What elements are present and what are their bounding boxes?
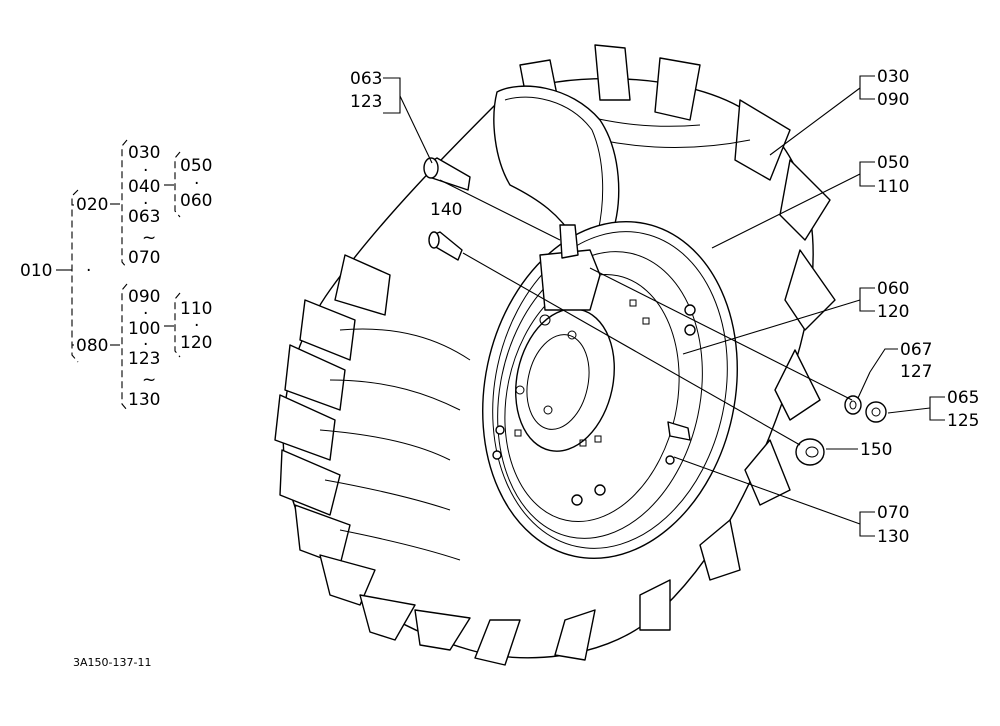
rim-bracket [539,249,601,311]
tread-lugs-top [474,44,836,666]
tree-root-dot: · [86,261,91,281]
nut-large-part [795,438,825,466]
tree-group1-dot-1: · [143,194,148,214]
bolt-part [423,157,471,191]
callout-disc-1: 110 [877,177,909,197]
callout-wheel-0: 060 [877,279,909,299]
tree-group2-item-1: 100 [128,319,160,339]
stud-part [428,231,463,261]
tree-group1-sub-dot: · [194,174,199,194]
tree-group2-item-3: 130 [128,390,160,410]
nut-small-part [865,401,887,423]
tree-group2-tilde: ~ [142,370,156,390]
callout-stud: 140 [430,200,462,220]
tree-group2-sub-1: 120 [180,333,212,353]
tread-lugs-left [274,254,471,651]
tree-group1-tilde: ~ [142,228,156,248]
tree-group1-code: 020 [76,195,108,215]
tree-group2-item-2: 123 [128,349,160,369]
parts-tree: 010 · 020 030 · 040 · 063 ~ 070 050 · 06… [20,139,212,411]
wheel-rim [482,220,738,560]
callout-washer-0: 067 [900,340,932,360]
valve-stem [667,421,691,441]
callout-nut-small-0: 065 [947,388,979,408]
callout-valve-0: 070 [877,503,909,523]
callout-nut-small-1: 125 [947,411,979,431]
tree-group2-code: 080 [76,336,108,356]
callout-wheel-1: 120 [877,302,909,322]
washer-part [844,395,862,415]
tree-group1-sub-1: 060 [180,191,212,211]
leader-lines [383,75,945,537]
callout-nut-large: 150 [860,440,892,460]
rim-bolt-holes [492,299,696,506]
tree-group2-item-0: 090 [128,287,160,307]
callout-washer-1: 127 [900,362,932,382]
callout-disc-0: 050 [877,153,909,173]
tree-group2-sub-0: 110 [180,299,212,319]
tree-group1-item-3: 070 [128,248,160,268]
tree-group2-dot-1: · [143,335,148,355]
callout-tire-0: 030 [877,67,909,87]
callout-bolt-0: 063 [350,69,382,89]
tree-group1-dot-0: · [143,161,148,181]
tree-group2-dot-0: · [143,304,148,324]
tree-group1-item-1: 040 [128,177,160,197]
tree-root-code: 010 [20,261,52,281]
tree-group1-item-0: 030 [128,143,160,163]
tree-group2-sub-dot: · [194,316,199,336]
tread-grooves [319,109,751,561]
callout-valve-1: 130 [877,527,909,547]
callout-bolt-1: 123 [350,92,382,112]
callout-tire-1: 090 [877,90,909,110]
tree-group1-item-2: 063 [128,207,160,227]
tree-group1-sub-0: 050 [180,156,212,176]
drawing-code: 3A150-137-11 [73,656,151,669]
